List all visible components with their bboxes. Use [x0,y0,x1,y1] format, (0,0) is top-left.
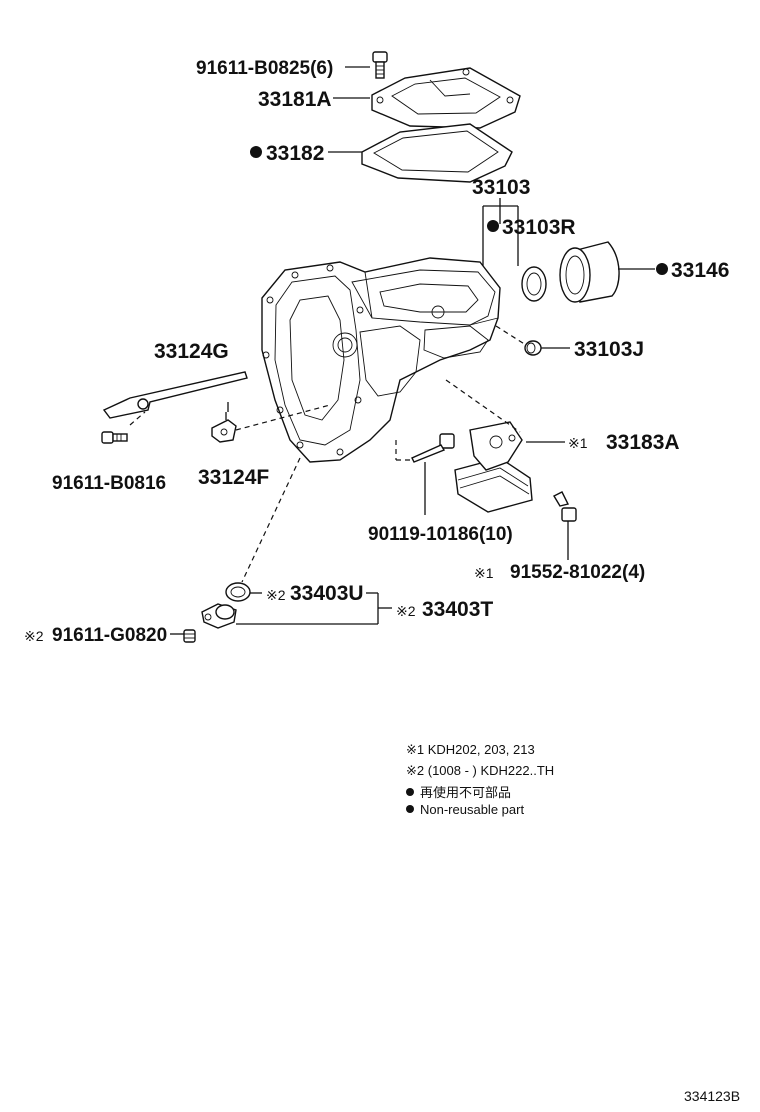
legend-dot-en [406,805,414,813]
label-oring: 33403U [290,582,364,605]
label-plug: 33103J [574,338,644,361]
label-sensor-assy: 33403T [422,598,493,621]
transmission-case-icon [261,257,501,463]
legend-dot-jp [406,788,414,796]
cover-bolt-icon [372,51,388,79]
nonreusable-dot-sleeve [656,263,668,275]
oil-seal-icon [521,266,547,302]
gasket-icon [361,123,513,183]
diagram-code: 334123B [684,1088,740,1104]
long-bolt-icon [411,433,455,463]
lever-bolt-icon [101,431,128,444]
speed-sensor-icon [201,603,237,629]
label-case-assy: 33103 [472,176,530,199]
engine-mount-icon [454,421,533,513]
o-ring-icon [225,582,251,602]
label-sleeve: 33146 [671,259,729,282]
label-oring-mark: ※2 [266,587,286,603]
nonreusable-dot-gasket [250,146,262,158]
nonreusable-dot-seal [487,220,499,232]
legend-nonreusable-en: Non-reusable part [420,802,524,817]
sleeve-icon [559,241,620,303]
lever-rod-icon [102,371,248,419]
cover-plate-icon [371,67,521,129]
label-sensor-bolt: 91611-G0820 [52,625,167,646]
label-case-seal: 33103R [502,216,576,239]
label-mount-bolt-mark: ※1 [474,565,494,581]
label-mount: 33183A [606,431,680,454]
label-sensor-mark: ※2 [396,603,416,619]
plug-icon [524,340,542,356]
label-small-lever: 33124F [198,466,269,489]
label-lever-bolt: 91611-B0816 [52,473,166,494]
mount-bolt-icon [553,491,577,522]
label-mount-bolt: 91552-81022(4) [510,562,645,583]
label-gasket: 33182 [266,142,324,165]
label-long-bolt: 90119-10186(10) [368,524,513,545]
sensor-bolt-icon [183,629,196,643]
dashed-guide-lines [129,325,527,583]
legend-note-2: ※2 (1008 - ) KDH222..TH [406,763,554,778]
small-lever-icon [211,412,237,443]
label-sensor-bolt-mark: ※2 [24,628,44,644]
label-lever-rod: 33124G [154,340,229,363]
label-cover: 33181A [258,88,332,111]
label-cover-bolt: 91611-B0825(6) [196,58,333,79]
label-mount-mark: ※1 [568,435,588,451]
legend-note-1: ※1 KDH202, 203, 213 [406,742,535,757]
leader-lines [170,66,655,635]
legend-nonreusable-jp: 再使用不可部品 [420,785,511,800]
